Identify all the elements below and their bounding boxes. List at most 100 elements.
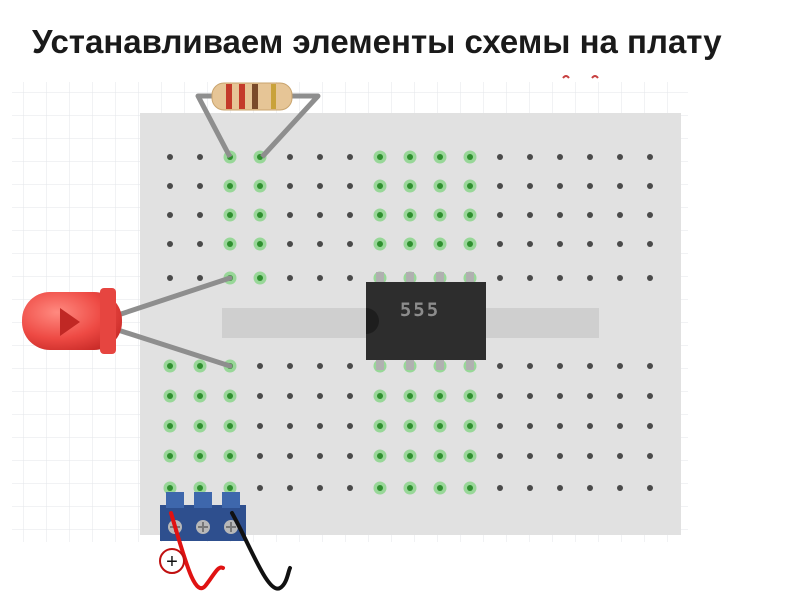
breadboard-hole bbox=[647, 154, 653, 160]
breadboard-hole bbox=[287, 423, 293, 429]
breadboard-hole bbox=[647, 363, 653, 369]
breadboard-hole bbox=[497, 241, 503, 247]
breadboard-hole bbox=[437, 183, 443, 189]
breadboard-hole bbox=[647, 275, 653, 281]
breadboard-hole bbox=[527, 363, 533, 369]
breadboard-hole bbox=[407, 212, 413, 218]
breadboard-hole bbox=[257, 275, 263, 281]
breadboard-hole bbox=[647, 423, 653, 429]
breadboard-hole bbox=[557, 275, 563, 281]
breadboard-hole bbox=[197, 154, 203, 160]
breadboard-hole bbox=[347, 393, 353, 399]
breadboard-hole bbox=[527, 241, 533, 247]
breadboard-hole bbox=[287, 241, 293, 247]
breadboard-hole bbox=[467, 212, 473, 218]
breadboard-hole bbox=[317, 393, 323, 399]
breadboard-hole bbox=[287, 453, 293, 459]
breadboard-hole bbox=[197, 423, 203, 429]
breadboard-hole bbox=[317, 453, 323, 459]
breadboard-hole bbox=[197, 363, 203, 369]
breadboard-hole bbox=[647, 393, 653, 399]
breadboard-hole bbox=[437, 154, 443, 160]
chip-pin bbox=[406, 360, 414, 370]
breadboard-hole bbox=[227, 183, 233, 189]
breadboard-hole bbox=[407, 423, 413, 429]
breadboard-hole bbox=[557, 453, 563, 459]
breadboard-hole bbox=[587, 423, 593, 429]
breadboard-hole bbox=[287, 212, 293, 218]
led-leads bbox=[115, 275, 233, 369]
breadboard-hole bbox=[557, 363, 563, 369]
breadboard-hole bbox=[497, 393, 503, 399]
breadboard-hole bbox=[437, 453, 443, 459]
breadboard-hole bbox=[227, 212, 233, 218]
breadboard-hole bbox=[617, 453, 623, 459]
breadboard-hole bbox=[377, 485, 383, 491]
breadboard-hole bbox=[407, 183, 413, 189]
breadboard-hole bbox=[347, 363, 353, 369]
breadboard-hole bbox=[617, 363, 623, 369]
breadboard-hole bbox=[527, 485, 533, 491]
breadboard-hole bbox=[587, 485, 593, 491]
breadboard-hole bbox=[557, 485, 563, 491]
breadboard-hole bbox=[287, 183, 293, 189]
breadboard-hole bbox=[647, 212, 653, 218]
breadboard-hole bbox=[557, 393, 563, 399]
breadboard-hole bbox=[317, 275, 323, 281]
breadboard-hole bbox=[497, 363, 503, 369]
ic-555: 555 bbox=[366, 272, 486, 370]
breadboard-hole bbox=[347, 275, 353, 281]
breadboard-hole bbox=[587, 212, 593, 218]
breadboard-hole bbox=[377, 241, 383, 247]
breadboard-hole bbox=[257, 485, 263, 491]
breadboard-hole bbox=[287, 154, 293, 160]
breadboard-hole bbox=[557, 183, 563, 189]
breadboard-hole bbox=[347, 423, 353, 429]
breadboard-hole bbox=[467, 393, 473, 399]
breadboard-hole bbox=[497, 154, 503, 160]
breadboard-hole bbox=[257, 393, 263, 399]
breadboard-hole bbox=[527, 275, 533, 281]
breadboard-hole bbox=[557, 154, 563, 160]
breadboard-hole bbox=[587, 363, 593, 369]
breadboard-hole bbox=[467, 241, 473, 247]
led bbox=[22, 275, 233, 369]
breadboard-hole bbox=[377, 423, 383, 429]
breadboard-hole bbox=[227, 423, 233, 429]
breadboard-hole bbox=[227, 393, 233, 399]
breadboard-hole bbox=[197, 485, 203, 491]
breadboard-hole bbox=[287, 363, 293, 369]
breadboard-hole bbox=[167, 275, 173, 281]
breadboard-hole bbox=[197, 393, 203, 399]
faint-marks bbox=[562, 75, 599, 79]
breadboard-hole bbox=[377, 393, 383, 399]
breadboard-hole bbox=[257, 212, 263, 218]
positive-symbol: + bbox=[166, 551, 178, 573]
breadboard-hole bbox=[167, 393, 173, 399]
breadboard-hole bbox=[557, 423, 563, 429]
breadboard-hole bbox=[647, 485, 653, 491]
breadboard-hole bbox=[407, 241, 413, 247]
breadboard-hole bbox=[257, 453, 263, 459]
breadboard-hole bbox=[347, 183, 353, 189]
breadboard-hole bbox=[647, 241, 653, 247]
breadboard-hole bbox=[497, 423, 503, 429]
breadboard-hole bbox=[377, 453, 383, 459]
breadboard-hole bbox=[437, 241, 443, 247]
breadboard-hole bbox=[257, 423, 263, 429]
breadboard-hole bbox=[617, 275, 623, 281]
breadboard-hole bbox=[347, 154, 353, 160]
breadboard-hole bbox=[617, 154, 623, 160]
breadboard-hole bbox=[317, 363, 323, 369]
chip-label: 555 bbox=[400, 299, 440, 321]
breadboard-hole bbox=[377, 183, 383, 189]
breadboard-hole bbox=[167, 485, 173, 491]
breadboard-hole bbox=[437, 423, 443, 429]
breadboard-hole bbox=[467, 154, 473, 160]
breadboard-hole bbox=[557, 241, 563, 247]
breadboard-hole bbox=[257, 183, 263, 189]
breadboard-hole bbox=[587, 275, 593, 281]
breadboard-hole bbox=[617, 423, 623, 429]
breadboard-hole bbox=[347, 212, 353, 218]
